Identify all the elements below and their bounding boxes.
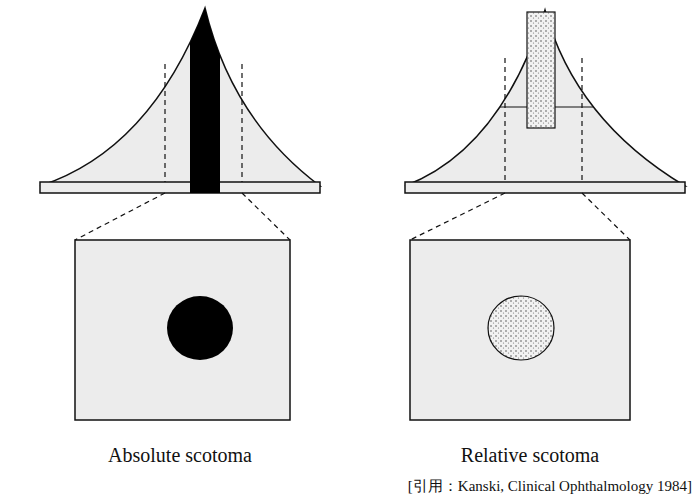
hill-of-vision-relative [405,10,685,193]
projection-lines [75,193,630,240]
visual-field-absolute [75,240,290,420]
citation-note: [引用：Kanski, Clinical Ophthalmology 1984] [408,477,692,496]
hill-of-vision-absolute [40,0,320,193]
figure-label: Absolute scotoma [108,444,252,467]
visual-field-relative [410,240,630,420]
figure-label: Relative scotoma [461,444,599,467]
